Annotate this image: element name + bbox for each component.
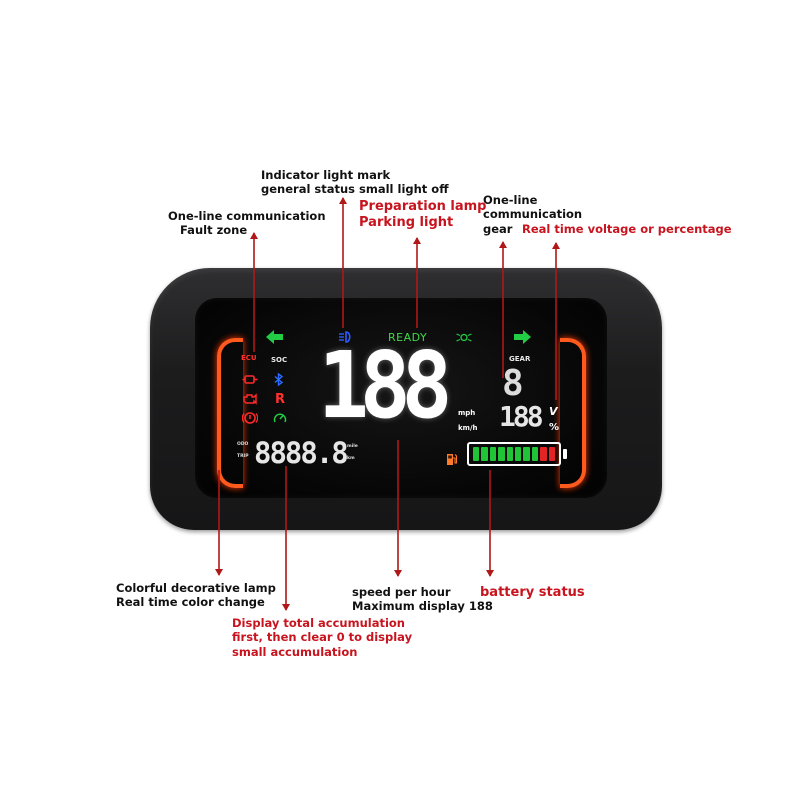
parking-light-icon bbox=[456, 333, 472, 342]
annotation-line: Display total accumulation bbox=[232, 616, 405, 630]
bluetooth-icon bbox=[274, 373, 284, 386]
km-unit: km bbox=[347, 456, 355, 461]
left-arrow-icon bbox=[266, 330, 283, 344]
annotation-line: Colorful decorative lamp bbox=[116, 581, 276, 595]
left-decorative-lamp bbox=[217, 338, 243, 488]
battery-cell bbox=[540, 447, 547, 461]
soc-label: SOC bbox=[271, 356, 288, 364]
annotation-gear: One-line communication gear bbox=[483, 193, 582, 236]
right-arrow-icon bbox=[514, 330, 531, 344]
right-decorative-lamp bbox=[560, 338, 586, 488]
annotation-line: Fault zone bbox=[180, 223, 248, 238]
annotation-preparation: Preparation lamp Parking light bbox=[359, 199, 486, 232]
gear-label: GEAR bbox=[509, 355, 531, 363]
battery-cell bbox=[548, 447, 556, 461]
high-beam-icon bbox=[339, 331, 351, 343]
annotation-line: gear bbox=[483, 221, 513, 236]
annotation-line: One-line bbox=[483, 193, 538, 207]
annotation-line: general status small light off bbox=[261, 182, 449, 197]
annotation-line: small accumulation bbox=[232, 644, 358, 659]
annotation-line: Parking light bbox=[359, 215, 454, 231]
odometer-readout: 8888.8 bbox=[254, 436, 349, 470]
mph-unit: mph bbox=[458, 409, 476, 417]
percent-unit: % bbox=[549, 422, 560, 433]
fuel-icon bbox=[447, 454, 458, 465]
annotation-line: first, then clear 0 to display bbox=[232, 630, 413, 645]
annotation-voltage: Real time voltage or percentage bbox=[522, 222, 732, 236]
battery-cell bbox=[481, 447, 488, 461]
voltage-readout: 188 bbox=[499, 400, 544, 433]
annotation-battery: battery status bbox=[480, 585, 585, 600]
annotation-line: Real time color change bbox=[116, 595, 265, 610]
reverse-gear-indicator: R bbox=[275, 392, 286, 407]
battery-gauge bbox=[467, 442, 561, 466]
volt-unit: V bbox=[549, 405, 558, 418]
speed-readout: 188 bbox=[318, 332, 452, 439]
ready-indicator: READY bbox=[388, 331, 428, 344]
annotation-line: speed per hour bbox=[352, 585, 451, 599]
annotation-line: Preparation lamp bbox=[359, 199, 487, 214]
motor-fault-icon bbox=[242, 375, 258, 384]
annotation-line: Indicator light mark bbox=[261, 168, 391, 182]
annotation-line: Maximum display 188 bbox=[352, 599, 493, 614]
trip-label: TRIP bbox=[237, 454, 249, 459]
annotation-decorative: Colorful decorative lamp Real time color… bbox=[116, 581, 276, 610]
battery-cell bbox=[489, 447, 497, 461]
annotation-fault-zone: One-line communication Fault zone bbox=[168, 209, 326, 238]
engine-fault-icon bbox=[243, 393, 257, 405]
battery-cell bbox=[506, 447, 514, 461]
annotation-line: communication bbox=[483, 207, 583, 222]
ecu-label: ECU bbox=[241, 354, 257, 362]
battery-cell bbox=[515, 447, 522, 461]
annotation-speed: speed per hour Maximum display 188 bbox=[352, 585, 493, 614]
battery-terminal bbox=[563, 449, 567, 459]
cruise-icon bbox=[273, 413, 287, 423]
annotation-odometer: Display total accumulation first, then c… bbox=[232, 616, 412, 659]
brake-fault-icon bbox=[242, 412, 258, 424]
mile-unit: mile bbox=[347, 444, 358, 449]
annotation-line: One-line communication bbox=[168, 209, 326, 223]
battery-cell bbox=[531, 447, 539, 461]
battery-cell bbox=[473, 447, 480, 461]
odo-label: ODO bbox=[237, 442, 249, 447]
annotation-indicator: Indicator light mark general status smal… bbox=[261, 168, 449, 197]
battery-cell bbox=[523, 447, 530, 461]
gear-readout: 8 bbox=[502, 363, 524, 404]
kmh-unit: km/h bbox=[458, 424, 478, 432]
battery-cell bbox=[498, 447, 505, 461]
